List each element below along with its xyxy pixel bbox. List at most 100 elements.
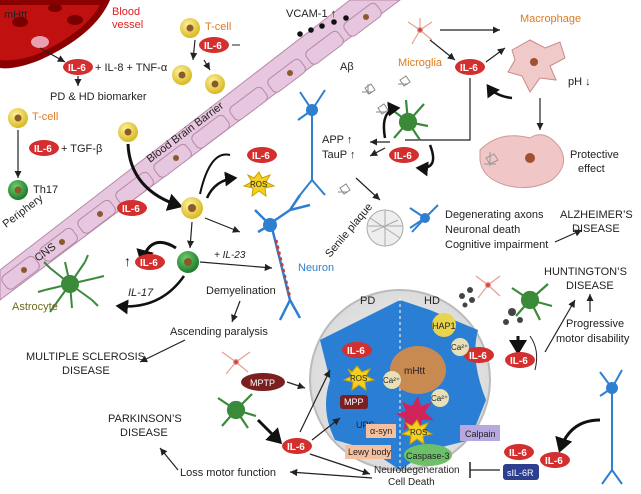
neuronal-death: Neuronal death bbox=[445, 224, 520, 236]
ms-title-1: MULTIPLE SCLEROSIS bbox=[26, 351, 145, 363]
th17-label: Th17 bbox=[33, 184, 58, 196]
svg-text:IL-6: IL-6 bbox=[34, 144, 52, 155]
ca-top: Ca²⁺ bbox=[451, 338, 469, 356]
il6-badge-1: IL-6 bbox=[63, 59, 93, 75]
progressive-label: Progressive bbox=[566, 318, 624, 330]
neuron-alz bbox=[297, 89, 326, 196]
il6-badge-pd: IL-6 bbox=[342, 342, 372, 358]
svg-text:IL-6: IL-6 bbox=[460, 63, 478, 74]
svg-text:IL-6: IL-6 bbox=[204, 41, 222, 52]
microglia-small-right bbox=[475, 275, 501, 299]
protective-label-1: Protective bbox=[570, 149, 619, 161]
taup-label: TauP ↑ bbox=[322, 149, 355, 161]
demyelination-label: Demyelination bbox=[206, 285, 276, 297]
svg-text:T-cell: T-cell bbox=[205, 21, 231, 33]
microglia-small-top bbox=[407, 18, 433, 45]
svg-text:IL-6: IL-6 bbox=[545, 456, 563, 467]
ros-cell-1: ROS bbox=[342, 365, 376, 392]
svg-text:↑: ↑ bbox=[124, 253, 131, 269]
motor-disability-label: motor disability bbox=[556, 333, 630, 345]
svg-text:Ca²⁺: Ca²⁺ bbox=[451, 343, 468, 352]
macrophage-cell bbox=[507, 39, 566, 93]
il6-badge-microglia: IL-6 bbox=[455, 59, 485, 75]
il6-badge-bbb: IL-6 bbox=[117, 200, 147, 216]
ups-label: UPS bbox=[356, 420, 375, 430]
il6-badge-hd-right: IL-6 bbox=[505, 352, 535, 368]
svg-text:Ca²⁺: Ca²⁺ bbox=[383, 376, 400, 385]
microglia-green-pd bbox=[217, 393, 257, 429]
cell-death-label: Cell Death bbox=[388, 477, 435, 488]
svg-text:IL-6: IL-6 bbox=[287, 442, 305, 453]
svg-text:sIL-6R: sIL-6R bbox=[507, 468, 534, 478]
svg-text:Lewy body: Lewy body bbox=[348, 447, 392, 457]
ph-label: pH ↓ bbox=[568, 76, 591, 88]
svg-text:Calpain: Calpain bbox=[465, 429, 496, 439]
vcam-label: VCAM-1 ↑ bbox=[286, 8, 336, 20]
svg-text:IL-6: IL-6 bbox=[469, 351, 487, 362]
protective-label-2: effect bbox=[578, 163, 605, 175]
svg-text:ROS: ROS bbox=[410, 428, 427, 437]
il6-badge-hd: IL-6 bbox=[464, 347, 494, 363]
neuron-bottom-right bbox=[599, 369, 623, 485]
cognitive-impairment: Cognitive impairment bbox=[445, 239, 548, 251]
il6-badge-alz: IL-6 bbox=[389, 147, 419, 163]
mhtt-top-label: mHtt bbox=[4, 9, 27, 21]
ab-label: Aβ bbox=[340, 61, 354, 73]
svg-text:T-cell: T-cell bbox=[32, 111, 58, 123]
mptp-box: MPTP bbox=[241, 373, 285, 391]
neuron-degenerating bbox=[409, 204, 439, 233]
lewy-box: Lewy body bbox=[345, 445, 392, 459]
neuron-label: Neuron bbox=[298, 262, 334, 274]
ca-right: Ca²⁺ bbox=[431, 389, 449, 407]
tcell-left: T-cell IL-6 + TGF-β Th17 bbox=[8, 108, 102, 200]
svg-text:IL-6: IL-6 bbox=[394, 151, 412, 162]
svg-text:Ca²⁺: Ca²⁺ bbox=[431, 394, 448, 403]
ascending-paralysis: Ascending paralysis bbox=[170, 326, 268, 338]
il6-badge-bottom-1: IL-6 bbox=[504, 444, 534, 460]
microglia-label: Microglia bbox=[398, 57, 443, 69]
blood-vessel-label-1: Blood bbox=[112, 6, 140, 18]
mhtt-nucleus: mHtt bbox=[390, 346, 446, 394]
il8-tnf-label: + IL-8 + TNF-α bbox=[95, 62, 168, 74]
neuron-center bbox=[254, 194, 311, 321]
svg-text:IL-6: IL-6 bbox=[68, 63, 86, 74]
svg-text:MPTP: MPTP bbox=[250, 378, 275, 388]
svg-text:mHtt: mHtt bbox=[404, 366, 425, 377]
svg-text:HAP1: HAP1 bbox=[432, 321, 456, 331]
degenerating-axons: Degenerating axons bbox=[445, 209, 544, 221]
svg-text:ROS: ROS bbox=[250, 180, 267, 189]
ca-left: Ca²⁺ bbox=[383, 371, 401, 389]
asyn-box: α-syn bbox=[366, 424, 396, 438]
svg-text:ROS: ROS bbox=[350, 374, 367, 383]
hap1: HAP1 bbox=[432, 313, 456, 337]
mpp-box: MPP bbox=[340, 395, 368, 409]
il6-badge-pd-left: IL-6 bbox=[282, 438, 312, 454]
svg-text:Caspase-3: Caspase-3 bbox=[406, 451, 450, 461]
macrophage-label: Macrophage bbox=[520, 13, 581, 25]
sil6r-box: sIL-6R bbox=[503, 464, 539, 480]
svg-text:IL-6: IL-6 bbox=[252, 151, 270, 162]
svg-text:IL-6: IL-6 bbox=[510, 356, 528, 367]
svg-text:IL-6: IL-6 bbox=[347, 346, 365, 357]
blood-vessel bbox=[0, 0, 110, 69]
svg-text:IL-6: IL-6 bbox=[122, 204, 140, 215]
svg-text:α-syn: α-syn bbox=[370, 426, 392, 436]
alz-title-2: DISEASE bbox=[572, 223, 620, 235]
svg-text:IL-6: IL-6 bbox=[140, 258, 158, 269]
pd-label: PD bbox=[360, 295, 375, 307]
blood-vessel-label-2: vessel bbox=[112, 19, 143, 31]
il6-badge-cns: IL-6 bbox=[135, 254, 165, 270]
il17-label: IL-17 bbox=[128, 287, 154, 299]
hd-label: HD bbox=[424, 295, 440, 307]
protective-cell bbox=[479, 134, 565, 189]
ros-star-top: ROS bbox=[242, 171, 276, 198]
svg-text:MPP: MPP bbox=[344, 397, 364, 407]
il23-label: + IL-23 bbox=[214, 250, 246, 261]
loss-motor-function: Loss motor function bbox=[180, 467, 276, 479]
svg-text:IL-6: IL-6 bbox=[509, 448, 527, 459]
senile-plaque bbox=[366, 209, 404, 247]
astrocyte-label: Astrocyte bbox=[12, 301, 58, 313]
il6-badge-center: IL-6 bbox=[247, 147, 277, 163]
hunt-title-1: HUNTINGTON’S bbox=[544, 266, 627, 278]
